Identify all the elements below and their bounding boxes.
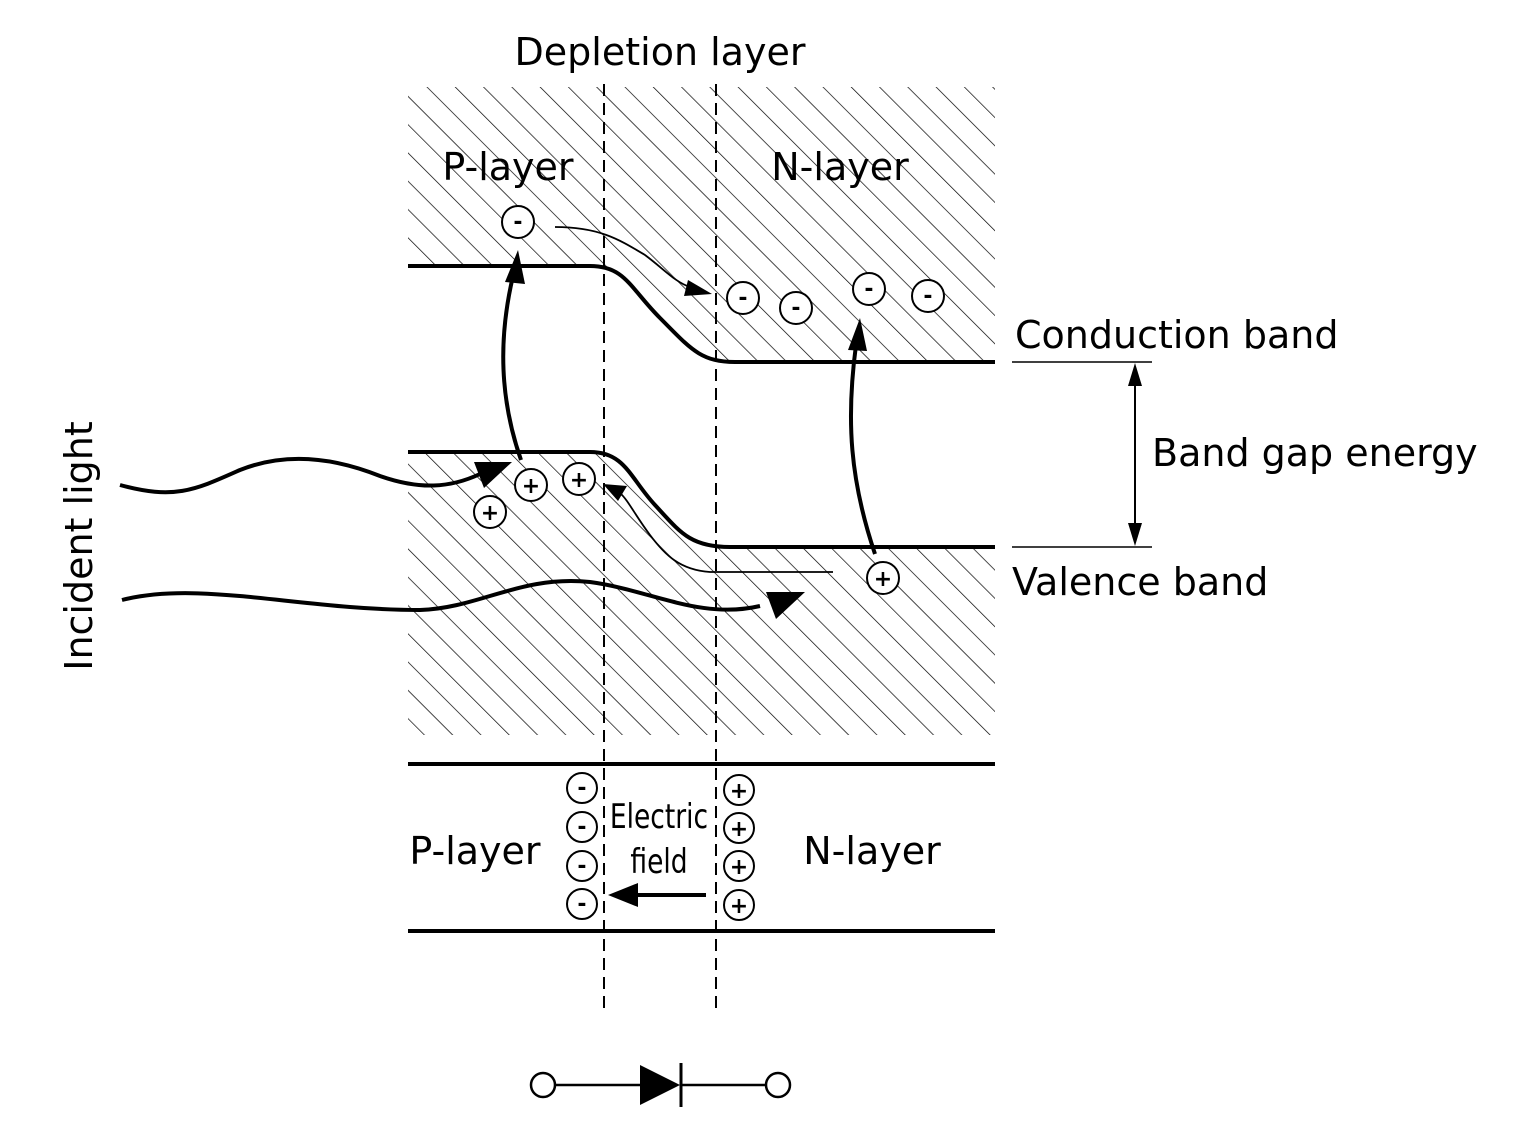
hole-icon: + [866,561,900,595]
p-layer-label-bottom: P-layer [409,829,541,873]
svg-text:-: - [577,815,586,840]
band-gap-energy-label: Band gap energy [1152,431,1478,475]
electric-field-label-line1: Electric [610,798,708,837]
svg-text:+: + [874,567,892,592]
svg-text:-: - [864,277,873,302]
svg-text:+: + [481,501,499,526]
hole-icon: + [723,850,755,882]
svg-text:+: + [730,817,748,842]
hole-drift-path [603,484,833,573]
depletion-layer-label: Depletion layer [515,30,806,74]
svg-text:-: - [577,776,586,801]
hole-icon: + [723,812,755,844]
electron-icon: - [566,888,598,920]
valence-region-hatch [408,452,995,735]
svg-text:-: - [577,854,586,879]
n-layer-label-bottom: N-layer [803,829,941,873]
hole-icon: + [562,462,596,496]
conduction-band-edge [408,264,995,364]
electron-icon: - [852,272,886,306]
svg-text:-: - [577,892,586,917]
incident-light-label: Incident light [57,421,101,671]
svg-text:-: - [791,296,800,321]
hole-icon: + [473,495,507,529]
electron-icon: - [911,279,945,313]
electron-icon: - [566,811,598,843]
band-gap-arrow [1128,363,1142,546]
diode-symbol-icon [529,1063,792,1107]
valence-band-edge [408,450,995,549]
p-layer-label-top: P-layer [442,145,574,189]
valence-band-label: Valence band [1012,560,1268,604]
conduction-region-hatch [408,87,995,362]
electron-icon: - [726,281,760,315]
svg-text:+: + [730,894,748,919]
hole-icon: + [723,774,755,806]
excitation-arrow-right [848,318,877,555]
svg-text:+: + [730,855,748,880]
svg-text:-: - [513,210,522,235]
incident-light-ray-2 [121,579,805,619]
electron-icon: - [501,205,535,239]
conduction-band-label: Conduction band [1015,313,1338,357]
svg-text:+: + [570,468,588,493]
hole-icon: + [723,889,755,921]
excitation-arrow-left [501,250,525,461]
electric-field-label-line2: field [630,843,687,882]
electron-icon: - [779,291,813,325]
electron-drift-path [554,226,712,296]
svg-text:-: - [738,286,747,311]
electron-icon: - [566,850,598,882]
svg-text:-: - [923,284,932,309]
hole-icon: + [514,468,548,502]
electric-field-arrow [608,883,706,907]
incident-light-ray-1 [119,456,512,495]
svg-text:+: + [522,474,540,499]
n-layer-label-top: N-layer [771,145,909,189]
svg-text:+: + [730,779,748,804]
electron-icon: - [566,772,598,804]
